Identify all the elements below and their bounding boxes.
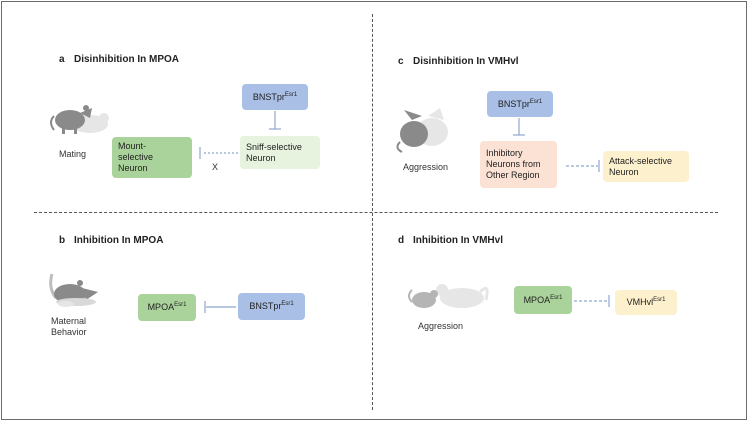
sniff-selective-neuron-box: Sniff-selective Neuron xyxy=(240,136,320,169)
inhibitory-neurons-label: Inhibitory Neurons from Other Region xyxy=(486,148,541,180)
aggression-mice-icon-d xyxy=(408,284,489,308)
maternal-mice-icon xyxy=(49,273,98,307)
bnstpr-label-a: BNSTpr xyxy=(252,91,285,102)
inhibitory-to-attack-inhibition xyxy=(566,160,600,172)
aggression-label-d: Aggression xyxy=(418,321,464,331)
attack-selective-neuron-label: Attack-selective Neuron xyxy=(609,155,673,177)
bnstpr-sup-c: Esr1 xyxy=(529,98,543,105)
vmhvl-label: VMHvl xyxy=(626,297,654,307)
aggression-label-c: Aggression xyxy=(403,162,449,172)
panel-c-title: c Disinhibition In VMHvl xyxy=(398,56,519,67)
vmhvl-sup: Esr1 xyxy=(653,297,666,303)
x-mark: X xyxy=(212,162,219,172)
bnstpr-sup-b: Esr1 xyxy=(281,301,294,307)
bnstpr-label-b: BNSTpr xyxy=(249,301,282,311)
attack-selective-neuron-box: Attack-selective Neuron xyxy=(603,151,689,182)
sniff-selective-neuron-label: Sniff-selective Neuron xyxy=(246,141,302,163)
mating-label: Mating xyxy=(59,149,87,159)
bnst-to-mpoa-inhibition-b xyxy=(204,301,236,313)
panel-a-letter: a xyxy=(59,54,65,65)
sniff-to-mount-inhibition xyxy=(199,147,238,159)
maternal-behavior-label-line1: Maternal xyxy=(51,316,87,326)
mpoa-label-d: MPOA xyxy=(523,294,551,305)
panel-b-title-text: Inhibition In MPOA xyxy=(74,235,164,246)
horizontal-divider xyxy=(34,212,718,213)
panel-a-title: a Disinhibition In MPOA xyxy=(59,54,179,65)
bnst-to-inhibitory-inhibition xyxy=(513,118,525,136)
maternal-behavior-label-line2: Behavior xyxy=(51,327,87,337)
inhibitory-neurons-box: Inhibitory Neurons from Other Region xyxy=(480,141,557,188)
bnstpr-label-c: BNSTpr xyxy=(497,98,530,109)
bnst-to-sniff-inhibition xyxy=(269,111,281,130)
panel-c-letter: c xyxy=(398,56,404,67)
mpoa-label-b: MPOA xyxy=(147,302,175,312)
mpoa-sup-b: Esr1 xyxy=(174,302,187,308)
panel-b-letter: b xyxy=(59,235,66,246)
aggression-mice-icon-c xyxy=(396,108,448,153)
bnstpr-sup-a: Esr1 xyxy=(284,91,298,98)
panel-b-title: b Inhibition In MPOA xyxy=(59,235,163,246)
mpoa-to-vmhvl-inhibition xyxy=(574,295,610,307)
mating-mice-icon xyxy=(50,105,109,134)
panel-a-title-text: Disinhibition In MPOA xyxy=(74,54,179,65)
panel-c-title-text: Disinhibition In VMHvl xyxy=(413,56,519,67)
panel-d-letter: d xyxy=(398,235,405,246)
mpoa-sup-d: Esr1 xyxy=(550,294,563,301)
mount-selective-neuron-box: Mount-selective Neuron xyxy=(112,137,192,178)
panel-d-title-text: Inhibition In VMHvl xyxy=(413,235,503,246)
panel-d-title: d Inhibition In VMHvl xyxy=(398,235,503,246)
mount-selective-neuron-label: Mount-selective Neuron xyxy=(118,141,154,173)
